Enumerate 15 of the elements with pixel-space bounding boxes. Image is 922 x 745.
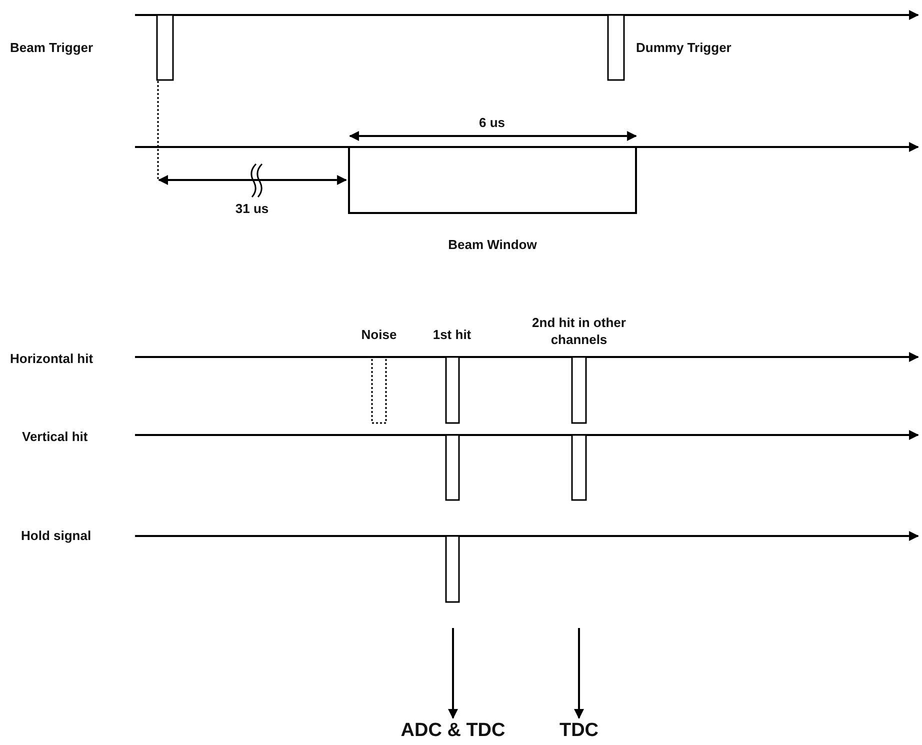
arrow — [448, 628, 458, 719]
signal-label: Dummy Trigger — [636, 39, 732, 56]
signal-label: Beam Trigger — [10, 39, 94, 56]
pulse-label: 2nd hit in other channels — [531, 314, 627, 348]
pulse-label: Noise — [361, 326, 397, 343]
pulse-label: 1st hit — [432, 326, 472, 343]
arrow — [574, 628, 584, 719]
signal-label: Hold signal — [21, 527, 92, 544]
window-label: Beam Window — [447, 236, 538, 253]
signal-label: Horizontal hit — [10, 350, 94, 367]
dimension-label: 31 us — [235, 200, 269, 217]
signal-label: Vertical hit — [22, 428, 88, 445]
output-label: TDC — [559, 720, 599, 742]
output-label: ADC & TDC — [400, 720, 506, 742]
dimension-label: 6 us — [479, 114, 505, 131]
